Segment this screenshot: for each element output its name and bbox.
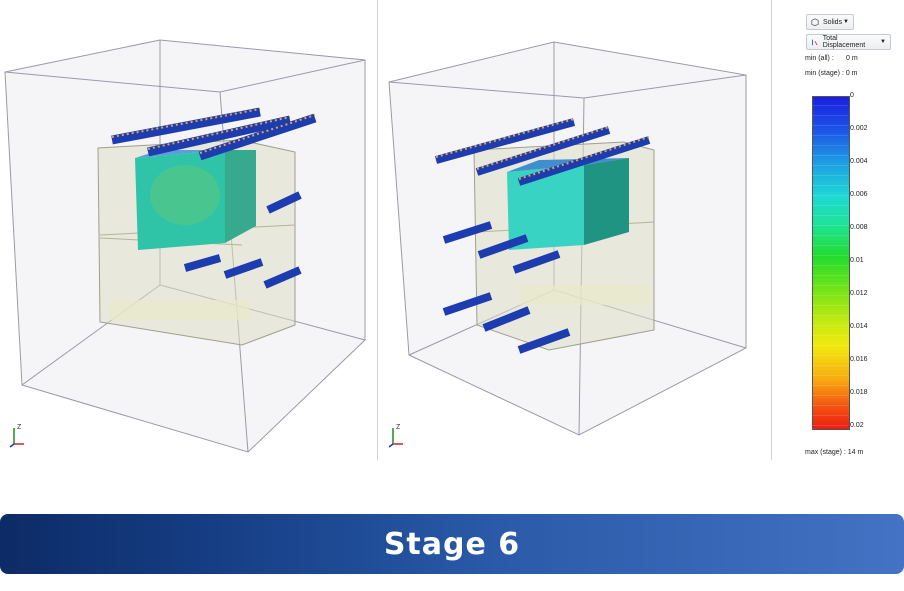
axis-icon [9,428,24,448]
displacement-icon [812,39,818,46]
left-model-scene[interactable] [0,0,377,460]
axis-z-label: Z [17,424,22,431]
color-scale-bar [812,96,850,430]
scale-tick: 0.016 [850,356,868,363]
stage-title: Stage 6 [383,526,521,562]
anchor-bars [434,118,651,354]
axis-z-label: Z [396,424,401,431]
displacement-block [135,150,256,250]
scale-tick: 0.004 [850,158,868,165]
axis-triad: Z [8,424,30,448]
min-all-label: min (all) : [805,55,834,62]
legend-panel: Solids ▼ Total Displacement ▼ min (all) … [772,0,904,460]
scale-tick: 0.012 [850,290,868,297]
legend-separator [771,0,772,460]
scale-tick: 0.002 [850,125,868,132]
displacement-block [507,158,629,250]
right-model-scene[interactable] [379,0,771,460]
axis-icon [388,428,403,448]
scale-tick: 0 [850,92,854,99]
scale-tick: 0.014 [850,323,868,330]
anchor-bars-side [183,191,302,289]
min-stage-label: min (stage) : 0 m [805,70,858,77]
displacement-label: Total Displacement [822,35,866,49]
viewport-separator [377,0,378,460]
scale-tick: 0.006 [850,191,868,198]
solids-dropdown-button[interactable]: Solids ▼ [806,14,854,30]
stage-banner: Stage 6 [0,514,904,574]
max-stage-label: max (stage) : 14 m [805,449,864,456]
scale-tick: 0.008 [850,224,868,231]
scale-tick: 0.018 [850,389,868,396]
scale-tick: 0.01 [850,257,864,264]
solids-label: Solids [823,18,843,26]
right-3d-viewport[interactable]: Z [379,0,771,460]
scale-tick: 0.02 [850,422,864,429]
left-3d-viewport[interactable]: Z [0,0,377,460]
min-all-value: 0 m [846,55,858,62]
axis-triad: Z [387,424,409,448]
solids-icon [811,18,819,26]
anchor-bars-rods [435,118,650,180]
displacement-dropdown-button[interactable]: Total Displacement ▼ [806,34,891,50]
chevron-down-icon: ▼ [843,19,849,25]
chevron-down-icon: ▼ [880,39,886,45]
anchor-bars-top [111,107,317,161]
